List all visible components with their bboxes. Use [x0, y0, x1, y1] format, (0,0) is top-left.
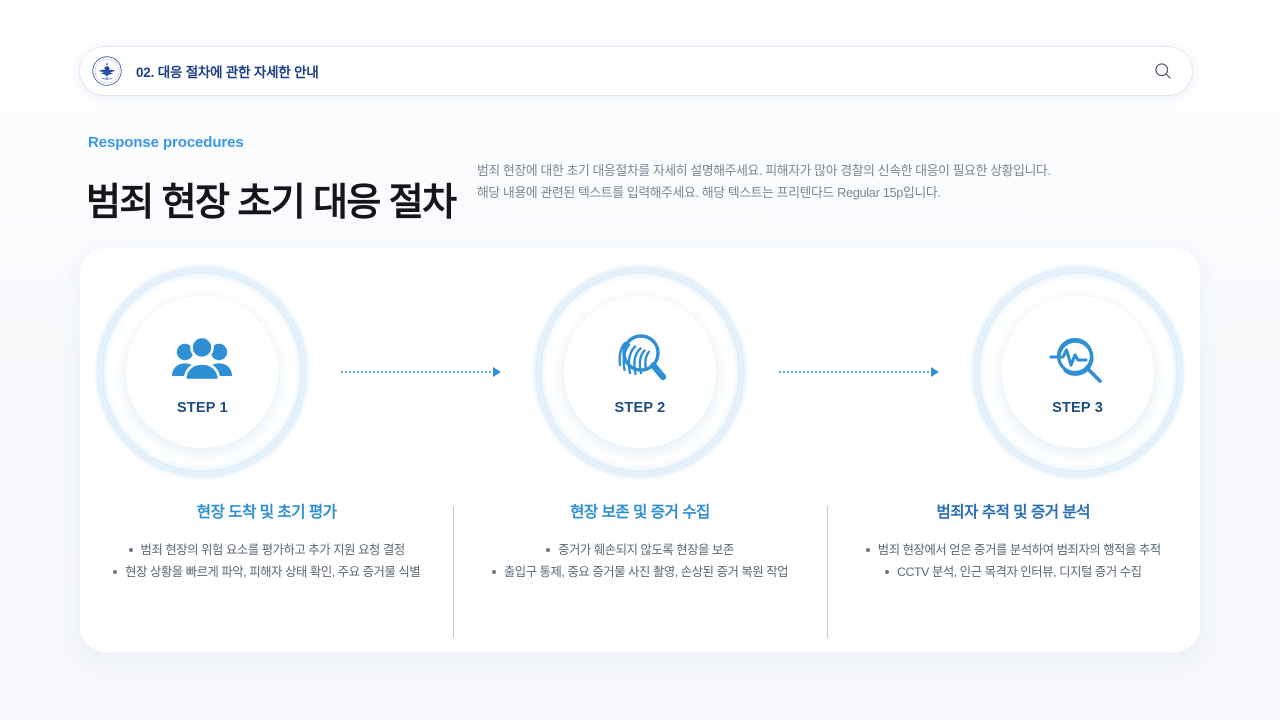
police-emblem-icon: [92, 56, 122, 86]
list-item: 증거가 훼손되지 않도록 현장을 보존: [546, 539, 734, 561]
steps-card: STEP 1: [80, 248, 1200, 652]
intro-paragraph-1: 범죄 현장에 대한 초기 대응절차를 자세히 설명해주세요. 피해자가 많아 경…: [477, 163, 1051, 178]
steps-row: STEP 1: [80, 262, 1200, 482]
arrow-right-icon: [493, 367, 502, 377]
step-detail-title-3: 범죄자 추적 및 증거 분석: [936, 504, 1091, 521]
step-label-1: STEP 1: [176, 400, 228, 416]
step-circle-2: STEP 2: [563, 296, 716, 448]
step-bullets-1: 범죄 현장의 위험 요소를 평가하고 추가 지원 요청 결정 현장 상황을 빠르…: [92, 539, 441, 583]
dotted-line-icon: [341, 371, 492, 373]
step-detail-title-1: 현장 도착 및 초기 평가: [196, 504, 337, 521]
step-glow-ring-inner: [539, 272, 740, 472]
step-detail-2: 현장 보존 및 증거 수집 증거가 훼손되지 않도록 현장을 보존 출입구 통제…: [453, 500, 826, 638]
intro-description: 범죄 현장에 대한 초기 대응절차를 자세히 설명해주세요. 피해자가 많아 경…: [477, 160, 1077, 204]
step-bullets-2: 증거가 훼손되지 않도록 현장을 보존 출입구 통제, 중요 증거물 사진 촬영…: [465, 539, 814, 583]
search-icon[interactable]: [1150, 58, 1176, 84]
header-bar: 02. 대응 절차에 관한 자세한 안내: [80, 47, 1192, 95]
list-item: 범죄 현장에서 얻은 증거를 분석하여 범죄자의 행적을 추적: [865, 539, 1161, 561]
fingerprint-magnifier-icon: [604, 328, 676, 390]
list-item: 현장 상황을 빠르게 파악, 피해자 상태 확인, 주요 증거물 식별: [113, 561, 421, 583]
step-node-3[interactable]: STEP 3: [971, 266, 1184, 478]
connector-step1-step2: [341, 365, 502, 379]
step-detail-3: 범죄자 추적 및 증거 분석 범죄 현장에서 얻은 증거를 분석하여 범죄자의 …: [826, 500, 1200, 638]
section-eyebrow: Response procedures: [88, 134, 244, 151]
step-glow-ring-inner: [977, 272, 1178, 472]
people-group-icon: [166, 328, 238, 390]
step-bullets-3: 범죄 현장에서 얻은 증거를 분석하여 범죄자의 행적을 추적 CCTV 분석,…: [839, 539, 1188, 583]
step-detail-1: 현장 도착 및 초기 평가 범죄 현장의 위험 요소를 평가하고 추가 지원 요…: [80, 500, 453, 620]
page-title: 범죄 현장 초기 대응 절차: [86, 182, 457, 225]
pulse-magnifier-analysis-icon: [1042, 328, 1114, 390]
step-circle-1: STEP 1: [126, 296, 279, 448]
arrow-right-icon: [930, 367, 939, 377]
step-detail-title-2: 현장 보존 및 증거 수집: [570, 504, 710, 521]
step-circle-3: STEP 3: [1001, 296, 1154, 448]
step-details-row: 현장 도착 및 초기 평가 범죄 현장의 위험 요소를 평가하고 추가 지원 요…: [80, 500, 1200, 638]
step-label-2: STEP 2: [614, 400, 666, 416]
list-item: 출입구 통제, 중요 증거물 사진 촬영, 손상된 증거 복원 작업: [491, 561, 788, 583]
step-node-1[interactable]: STEP 1: [96, 266, 309, 478]
step-label-3: STEP 3: [1052, 400, 1104, 416]
dotted-line-icon: [778, 371, 929, 373]
list-item: CCTV 분석, 인근 목격자 인터뷰, 디지털 증거 수집: [885, 561, 1142, 583]
list-item: 범죄 현장의 위험 요소를 평가하고 추가 지원 요청 결정: [128, 539, 405, 561]
step-glow-ring-inner: [102, 272, 303, 472]
header-title: 02. 대응 절차에 관한 자세한 안내: [136, 65, 319, 80]
step-node-2[interactable]: STEP 2: [533, 266, 746, 478]
connector-step2-step3: [778, 365, 939, 379]
intro-paragraph-2: 해당 내용에 관련된 텍스트를 입력해주세요. 해당 텍스트는 프리텐다드 Re…: [477, 185, 941, 200]
